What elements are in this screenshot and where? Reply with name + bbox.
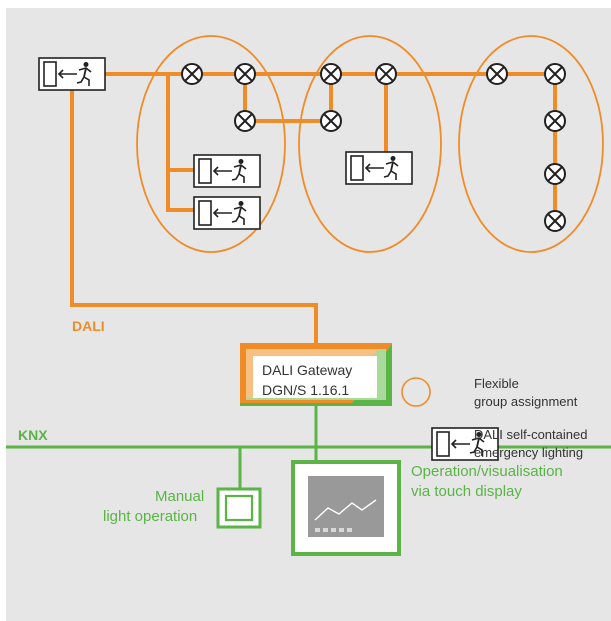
dali-bus-label: DALI xyxy=(72,318,105,334)
emergency-exit-icon xyxy=(38,57,106,91)
lamp-icon xyxy=(320,63,342,85)
lamp-icon xyxy=(544,110,566,132)
touch-label-line1: Operation/visualisation xyxy=(411,463,563,480)
lamp-icon xyxy=(234,110,256,132)
legend-group-line2: group assignment xyxy=(474,394,578,409)
touch-label-line2: via touch display xyxy=(411,483,522,500)
lamp-icon xyxy=(544,210,566,232)
lamp-icon xyxy=(181,63,203,85)
group-ellipse-icon xyxy=(136,35,286,253)
lamp-icon xyxy=(375,63,397,85)
lamp-icon xyxy=(320,110,342,132)
knx-bus xyxy=(6,406,611,491)
emergency-exit-icon xyxy=(193,196,261,230)
knx-bus-label: KNX xyxy=(18,427,48,443)
emergency-exit-icon xyxy=(345,151,413,185)
manual-label-line2: light operation xyxy=(103,508,198,525)
lamp-icon xyxy=(544,63,566,85)
legend-group-icon xyxy=(401,377,431,407)
gateway-label-line2: DGN/S 1.16.1 xyxy=(262,382,350,398)
touch-display-icon xyxy=(291,460,401,556)
legend-group-line1: Flexible xyxy=(474,376,519,391)
lamp-icon xyxy=(486,63,508,85)
group-ellipse-icon xyxy=(298,35,442,253)
legend-emergency-line1: DALI self-contained xyxy=(474,427,588,442)
emergency-exit-icon xyxy=(193,154,261,188)
group-ellipse-icon xyxy=(458,35,604,253)
legend-emergency-line2: emergency lighting xyxy=(474,445,584,460)
lamp-icon xyxy=(234,63,256,85)
lamp-icon xyxy=(544,163,566,185)
gateway-label-line1: DALI Gateway xyxy=(262,362,353,378)
push-button-icon xyxy=(216,487,262,529)
dali-gateway xyxy=(240,343,392,406)
manual-label-line1: Manual xyxy=(155,488,205,505)
